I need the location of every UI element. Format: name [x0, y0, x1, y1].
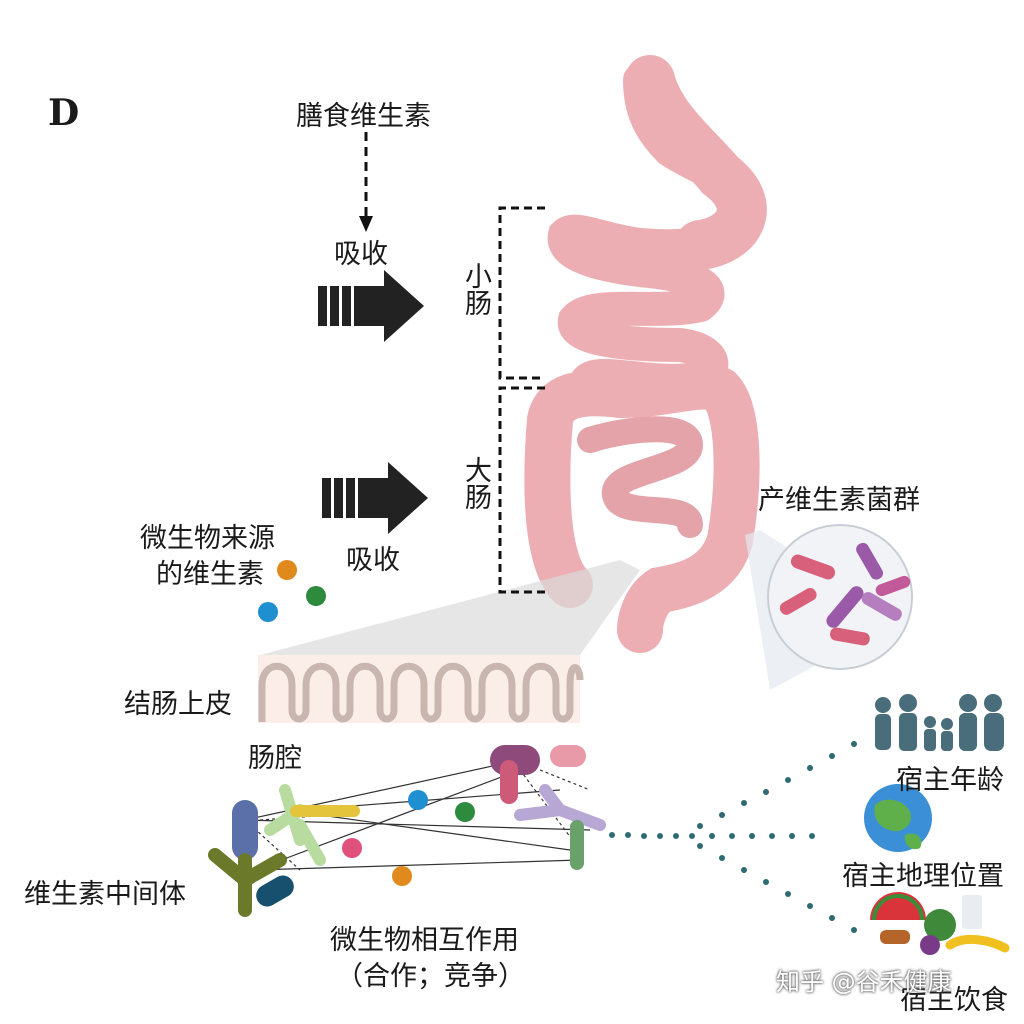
gut-icon [524, 55, 767, 653]
arrow-icon [318, 270, 424, 342]
interaction-label: 微生物相互作用 [330, 925, 519, 956]
lumen-label: 肠腔 [248, 743, 302, 774]
large-intestine-label: 大肠 [460, 456, 491, 510]
microbial-source-label: 微生物来源 [140, 523, 275, 554]
vitamin-ball-orange [277, 560, 297, 580]
host-age-label: 宿主年龄 [896, 765, 1004, 796]
interaction-sub-label: （合作；竞争） [336, 961, 525, 992]
dietary-vitamins-label: 膳食维生素 [296, 101, 431, 132]
vitamin-ball-green [306, 586, 326, 606]
intermediates-label: 维生素中间体 [24, 879, 186, 910]
absorb-label-1: 吸收 [334, 239, 388, 270]
lumen-bacteria [208, 745, 606, 917]
panel-label: D [48, 92, 80, 134]
absorb-label-2: 吸收 [346, 545, 400, 576]
host-diet-label: 宿主饮食 [900, 985, 1008, 1016]
epithelium-icon [258, 655, 584, 723]
arrow-icon-2 [322, 462, 428, 534]
globe-icon [864, 784, 932, 852]
watermark: 知乎 @谷禾健康 [776, 968, 952, 996]
influence-fan [609, 741, 857, 933]
epithelium-label: 结肠上皮 [124, 689, 232, 720]
dietary-arrowhead [359, 216, 373, 232]
producers-label: 产维生素菌群 [758, 485, 920, 516]
microbial-source-label-2: 的维生素 [156, 559, 264, 590]
bracket-large-intestine [498, 386, 545, 594]
small-intestine-label: 小肠 [460, 262, 491, 316]
bracket-small-intestine [498, 206, 545, 380]
vitamin-ball-blue [258, 602, 278, 622]
people-icon [875, 694, 1004, 751]
zoom-wedge [260, 560, 640, 655]
host-geo-label: 宿主地理位置 [842, 861, 1004, 892]
food-icon [870, 892, 1010, 955]
bacteria-icon [767, 524, 913, 670]
